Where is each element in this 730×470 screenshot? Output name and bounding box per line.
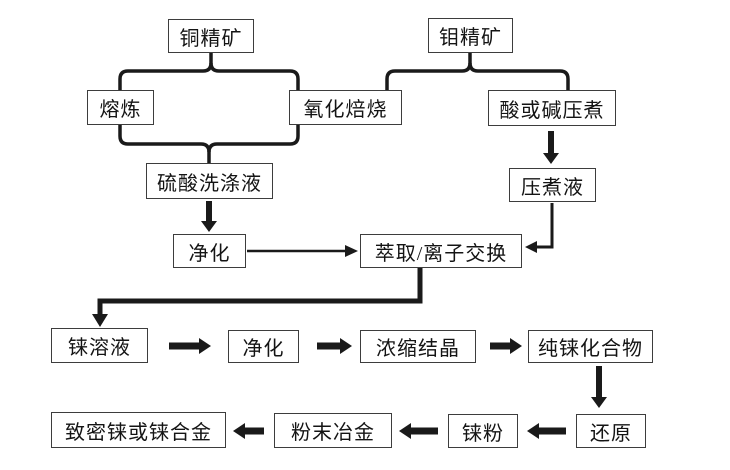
node-oxidative-roasting: 氧化焙烧 <box>289 90 402 125</box>
arrow-powder-to-metallurgy <box>399 423 438 439</box>
node-rhenium-powder: 铼粉 <box>448 414 518 448</box>
node-pressure-leach-liquor: 压煮液 <box>509 168 596 202</box>
node-reduction: 还原 <box>576 414 646 448</box>
branch-moly-right-connector <box>468 62 570 90</box>
arrow-purification2-to-crystallization <box>317 338 352 354</box>
arrow-extraction-to-solution-head <box>92 314 108 327</box>
node-copper-concentrate: 铜精矿 <box>168 19 254 53</box>
arrow-liquor-to-extraction-line <box>536 203 554 249</box>
node-dense-rhenium-or-alloy: 致密铼或铼合金 <box>51 412 226 448</box>
arrow-purification-to-extraction-head <box>345 245 358 257</box>
arrow-extraction-to-solution-line <box>97 268 423 315</box>
arrow-metallurgy-to-dense <box>233 423 264 439</box>
node-powder-metallurgy: 粉末冶金 <box>274 413 392 448</box>
branch-moly-left-connector <box>385 53 472 90</box>
branch-copper-left-connector <box>118 53 213 90</box>
node-moly-concentrate: 钼精矿 <box>428 18 513 53</box>
arrow-compound-to-reduction <box>591 366 607 408</box>
node-acid-alkali-pressure-leach: 酸或碱压煮 <box>488 90 616 126</box>
node-purification-1: 净化 <box>173 234 246 268</box>
node-extraction-ion-exchange: 萃取/离子交换 <box>360 234 522 268</box>
node-sulfuric-acid-wash-liquor: 硫酸洗涤液 <box>146 163 273 199</box>
arrow-solution-to-purification2 <box>169 338 211 354</box>
merge-left-connector <box>118 125 211 163</box>
node-smelting: 熔炼 <box>87 90 154 125</box>
node-pure-rhenium-compound: 纯铼化合物 <box>528 330 653 363</box>
arrow-crystallization-to-compound <box>490 338 522 354</box>
arrow-wash-to-purification <box>201 201 217 232</box>
branch-copper-right-connector <box>209 62 300 90</box>
node-purification-2: 净化 <box>228 330 299 363</box>
node-concentration-crystallization: 浓缩结晶 <box>360 330 476 363</box>
arrow-liquor-to-extraction-head <box>525 241 537 253</box>
merge-right-connector <box>207 125 300 153</box>
node-rhenium-solution: 铼溶液 <box>51 328 148 363</box>
arrow-leach-to-liquor <box>543 131 559 164</box>
arrow-reduction-to-powder <box>527 423 566 439</box>
